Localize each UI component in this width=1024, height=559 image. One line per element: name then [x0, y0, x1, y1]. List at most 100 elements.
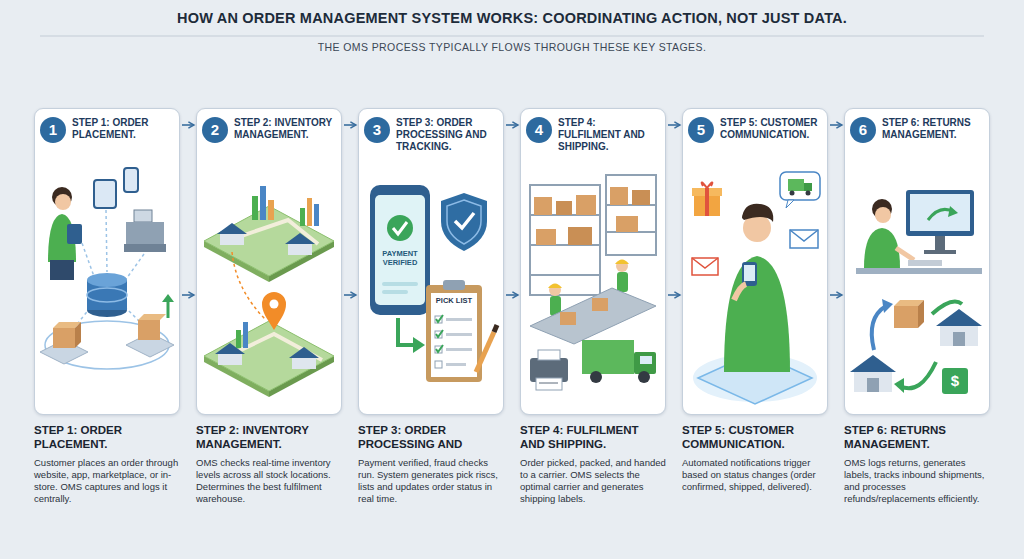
- step-number: 1: [40, 117, 66, 143]
- step-title: STEP 4: FULFILMENT AND SHIPPING.: [558, 117, 661, 153]
- illustration-part: [446, 363, 466, 366]
- illustration-part: [556, 201, 572, 215]
- illustration-part: [906, 190, 974, 236]
- illustration-part: [734, 284, 746, 300]
- card-background: [358, 108, 504, 415]
- illustration-part: [436, 315, 443, 322]
- illustration-part: [867, 378, 879, 392]
- flow-arrow: [668, 124, 680, 126]
- illustration-part: [640, 356, 652, 364]
- flow-arrow: [506, 124, 518, 126]
- illustration-part: [382, 282, 418, 286]
- card-background: [34, 108, 180, 415]
- illustration-part: [455, 213, 474, 228]
- illustration-part: [314, 204, 319, 226]
- screen-text: PAYMENT VERIFIED: [375, 250, 425, 267]
- illustration-part: [692, 258, 718, 268]
- card-caption-block: STEP 5: CUSTOMER COMMUNICATION. Automated…: [682, 424, 828, 493]
- illustration-part: [300, 208, 305, 226]
- illustration-part: [616, 216, 638, 232]
- illustration-part: [436, 330, 443, 337]
- illustration-part: [55, 194, 71, 210]
- card-background: [844, 108, 990, 415]
- illustration-part: [435, 316, 442, 323]
- step-heading: STEP 2: INVENTORY MANAGEMENT.: [196, 424, 342, 452]
- illustration-part: [393, 222, 407, 234]
- flow-arrow: [668, 294, 680, 296]
- step-card: 5STEP 5: CUSTOMER COMMUNICATION.STEP 5: …: [682, 108, 828, 493]
- illustration-part: [638, 371, 650, 383]
- step-heading: STEP 6: RETURNS MANAGEMENT.: [844, 424, 990, 452]
- card-header-row: 3STEP 3: ORDER PROCESSING AND TRACKING.: [358, 108, 504, 160]
- illustration-part: [370, 185, 430, 315]
- illustration-part: [616, 260, 628, 272]
- illustration-part: [87, 273, 127, 287]
- illustration-part: [632, 190, 650, 205]
- illustration-part: [536, 229, 556, 245]
- illustration-part: [53, 328, 75, 348]
- illustration-part: [942, 368, 968, 394]
- step-heading: STEP 5: CUSTOMER COMMUNICATION.: [682, 424, 828, 452]
- card-caption-block: STEP 6: RETURNS MANAGEMENT.OMS logs retu…: [844, 424, 990, 505]
- illustration-part: [788, 179, 804, 191]
- step-description: OMS checks real-time inventory levels ac…: [196, 457, 342, 505]
- illustration-part: [780, 172, 820, 200]
- step-description: Customer places an order through website…: [34, 457, 180, 505]
- card-background: [682, 108, 828, 415]
- illustration-part: [790, 230, 818, 241]
- step-description: Automated notifications trigger based on…: [682, 457, 828, 493]
- step-number: 4: [526, 117, 552, 143]
- illustration-part: [538, 350, 560, 360]
- illustration-part: [953, 332, 965, 346]
- step-description: Payment verified, fraud checks run. Syst…: [358, 457, 504, 505]
- flow-arrow: [344, 124, 356, 126]
- illustration-part: [592, 298, 608, 311]
- clipboard-title: PICK LIST: [431, 296, 477, 305]
- illustration-part: [590, 371, 602, 383]
- illustration-part: [443, 280, 465, 290]
- step-card: 4STEP 4: FULFILMENT AND SHIPPING.STEP 4:…: [520, 108, 666, 505]
- card-header-row: 6STEP 6: RETURNS MANAGEMENT.: [844, 108, 990, 160]
- dollar-sign: $: [942, 368, 968, 394]
- flow-arrow: [830, 294, 842, 296]
- illustration-part: [446, 318, 472, 321]
- card-caption-block: STEP 3: ORDER PROCESSING ANDPayment veri…: [358, 424, 504, 505]
- illustration-part: [494, 325, 497, 332]
- flow-arrow: [182, 124, 194, 126]
- illustration-part: [236, 330, 241, 348]
- illustration-part: [67, 224, 82, 244]
- illustration-part: [426, 285, 482, 382]
- illustration-part: [375, 195, 425, 305]
- illustration-part: [560, 312, 576, 325]
- illustration-part: [134, 210, 152, 222]
- illustration-part: [634, 352, 656, 374]
- step-heading: STEP 4: FULFILMENT AND SHIPPING.: [520, 424, 666, 452]
- illustration-part: [582, 340, 634, 374]
- illustration-part: [534, 197, 552, 215]
- illustration-part: [940, 324, 978, 346]
- illustration-part: [87, 288, 127, 302]
- card-caption-block: STEP 2: INVENTORY MANAGEMENT. OMS checks …: [196, 424, 342, 505]
- illustration-part: [124, 244, 166, 252]
- step-number: 6: [850, 117, 876, 143]
- illustration-part: [908, 260, 942, 266]
- illustration-part: [924, 250, 956, 254]
- illustration-part: [138, 320, 160, 340]
- step-card: 6STEP 6: RETURNS MANAGEMENT.STEP 6: RETU…: [844, 108, 990, 505]
- illustration-part: [382, 290, 408, 294]
- card-header-row: 1STEP 1: ORDER PLACEMENT.: [34, 108, 180, 160]
- illustration-part: [854, 370, 892, 392]
- step-title: STEP 1: ORDER PLACEMENT.: [72, 117, 175, 141]
- step-description: Order picked, packed, and handed to a ca…: [520, 457, 666, 505]
- illustration-part: [270, 300, 279, 309]
- illustration-part: [289, 347, 319, 358]
- illustration-part: [124, 168, 138, 192]
- illustration-part: [790, 191, 795, 196]
- step-heading: STEP 1: ORDER PLACEMENT.: [34, 424, 180, 452]
- illustration-part: [576, 195, 596, 215]
- illustration-part: [285, 233, 315, 244]
- subtitle: THE OMS PROCESS TYPICALLY FLOWS THROUGH …: [0, 41, 1024, 53]
- illustration-part: [436, 345, 443, 352]
- illustration-part: [243, 322, 248, 348]
